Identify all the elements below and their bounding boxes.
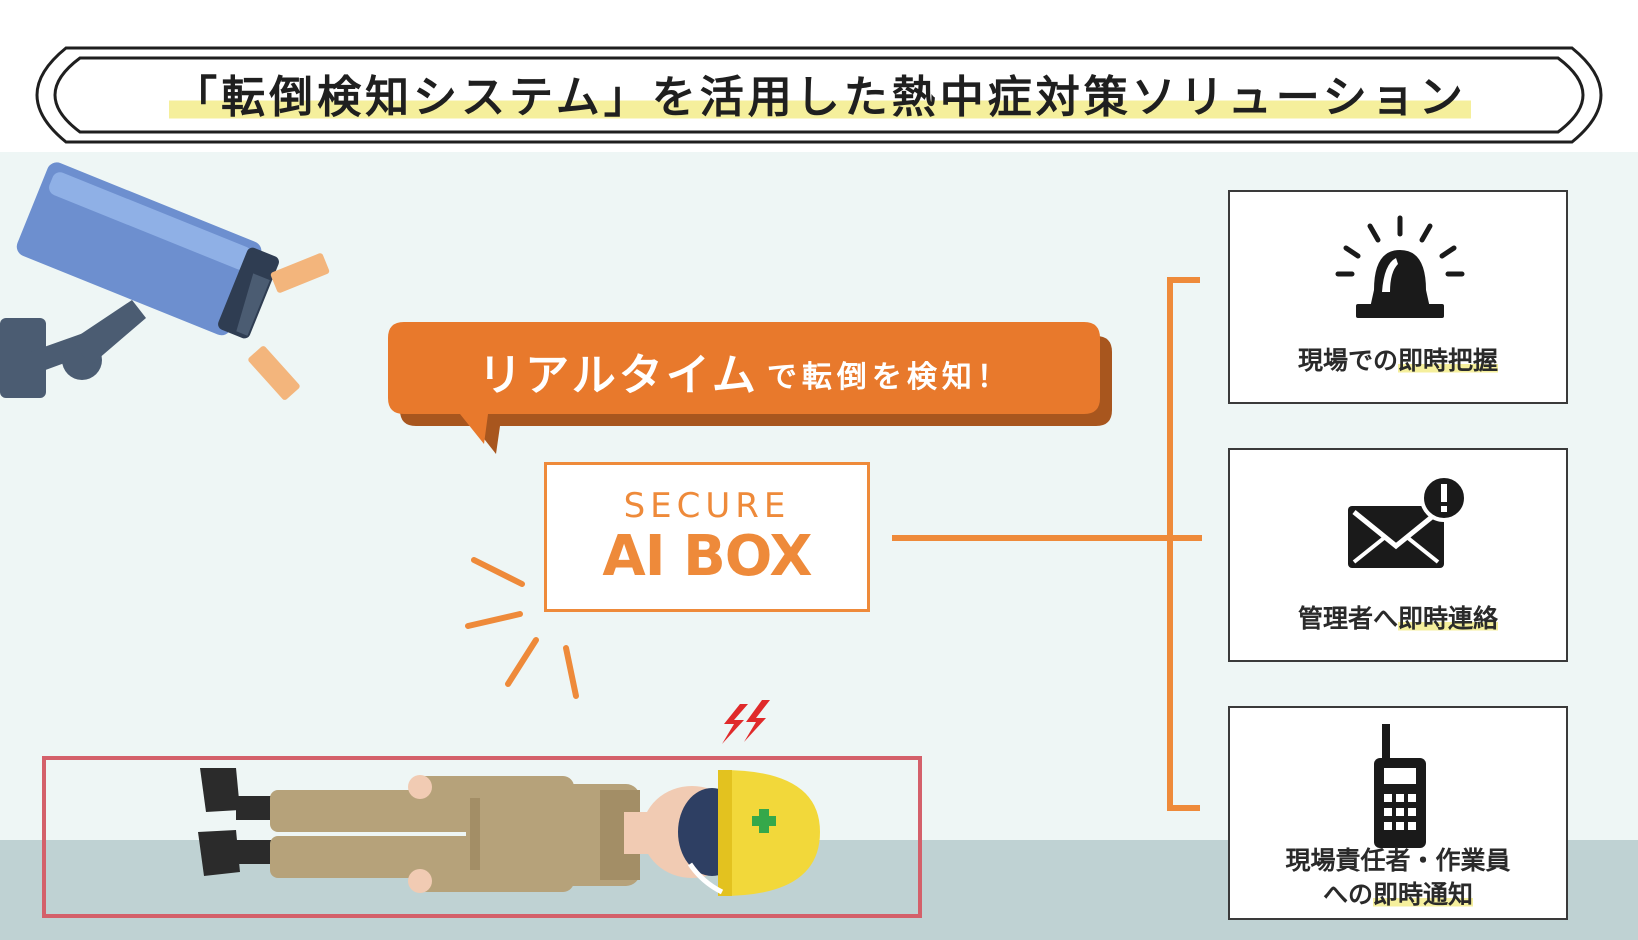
- mail-alert-icon: [1348, 474, 1468, 568]
- card-onsite-awareness: 現場での即時把握: [1228, 190, 1568, 404]
- alert-burst-icon: [465, 557, 579, 699]
- bubble-rest-text: で転倒を検知！: [766, 360, 1012, 395]
- card-1-label: 現場での即時把握: [1297, 346, 1499, 375]
- alarm-light-icon: [1335, 215, 1465, 318]
- speech-bubble: [388, 322, 1112, 454]
- card-3-label-line1: 現場責任者・作業員: [1285, 846, 1511, 875]
- title-frame: [35, 46, 1603, 144]
- security-camera-icon: [0, 162, 330, 400]
- secure-ai-box-logo: SECURE AI BOX: [544, 462, 870, 612]
- card-2-label: 管理者へ即時連絡: [1297, 604, 1499, 633]
- lightning-icon: [722, 700, 770, 744]
- bubble-text: リアルタイム で転倒を検知！: [388, 324, 1102, 418]
- logo-line-secure: SECURE: [623, 486, 791, 526]
- card-onsite-notification: 現場責任者・作業員 への即時通知: [1228, 706, 1568, 920]
- detection-box: [42, 756, 922, 918]
- card-3-label-line2: への即時通知: [1322, 880, 1474, 909]
- card-manager-contact: 管理者へ即時連絡: [1228, 448, 1568, 662]
- fallen-worker-illustration: [198, 768, 820, 896]
- radio-transceiver-icon: [1374, 724, 1426, 848]
- page-title: 「転倒検知システム」を活用した熱中症対策ソリューション: [120, 58, 1520, 128]
- logo-line-aibox: AI BOX: [602, 524, 812, 589]
- bubble-main-text: リアルタイム: [478, 350, 759, 401]
- connector-lines: [892, 277, 1202, 811]
